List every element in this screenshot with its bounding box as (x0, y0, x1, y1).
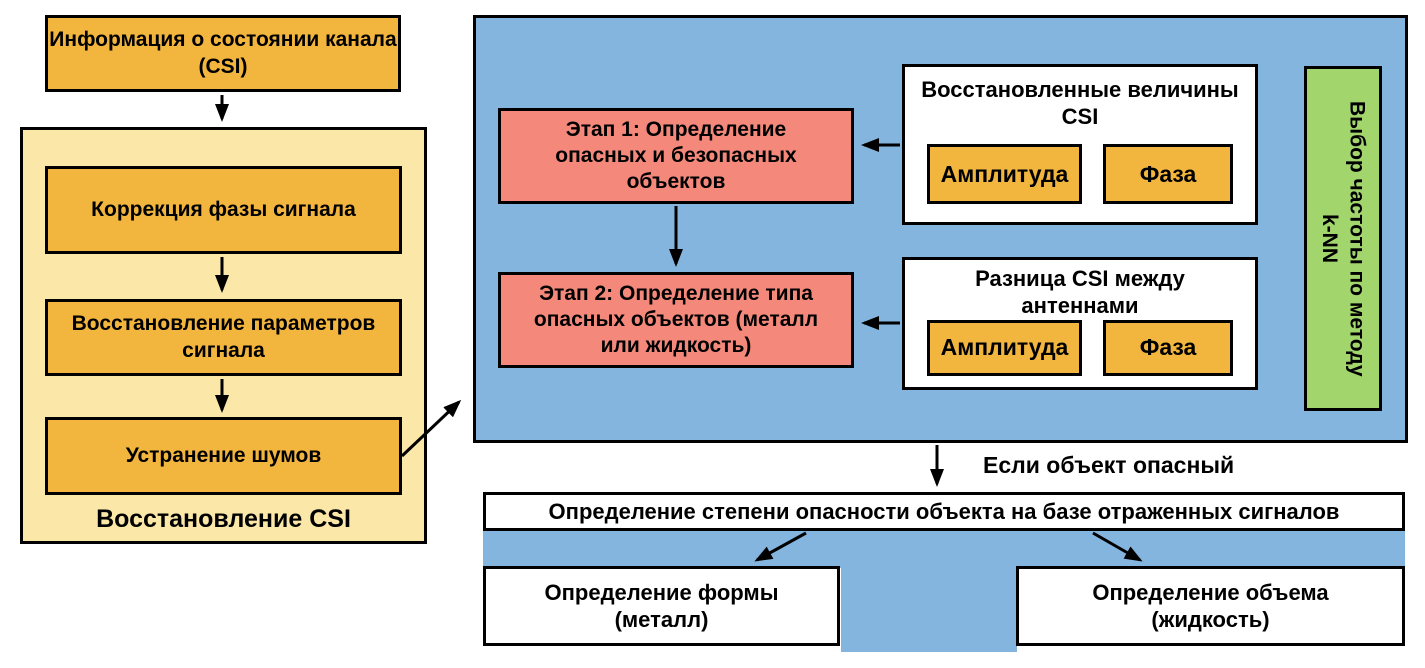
knn-label: Выбор частоты по методу k-NN (1316, 101, 1371, 377)
csi-recovery-label: Восстановление CSI (96, 505, 351, 533)
severity-label: Определение степени опасности объекта на… (548, 498, 1340, 524)
stage1-label: Этап 1: Определение опасных и безопасных… (555, 117, 797, 194)
severity-box: Определение степени опасности объекта на… (483, 492, 1405, 531)
volume-box: Определение объема (жидкость) (1016, 566, 1405, 646)
phase-chip: Фаза (1103, 144, 1233, 204)
phase-chip: Фаза (1103, 319, 1233, 376)
volume-label: Определение объема (жидкость) (1092, 579, 1329, 633)
noise-removal-label: Устранение шумов (125, 443, 322, 467)
recovered-csi-title: Восстановленные величины CSI (921, 77, 1239, 129)
knn-label-line1: Выбор частоты по методу (1345, 100, 1369, 377)
amplitude-chip: Амплитуда (927, 319, 1082, 376)
csi-difference-chips: Амплитуда Фаза (905, 319, 1255, 376)
knn-label-line2: k-NN (1318, 213, 1341, 263)
stage2-label: Этап 2: Определение типа опасных объекто… (533, 281, 819, 358)
knn-box: Выбор частоты по методу k-NN (1304, 66, 1382, 411)
stage2-box: Этап 2: Определение типа опасных объекто… (498, 272, 854, 368)
csi-difference-box: Разница CSI между антеннами Амплитуда Фа… (902, 257, 1258, 390)
recovered-csi-box: Восстановленные величины CSI Амплитуда Ф… (902, 64, 1258, 225)
phase-correction-label: Коррекция фазы сигнала (91, 197, 356, 221)
stage1-box: Этап 1: Определение опасных и безопасных… (498, 108, 854, 204)
shape-box: Определение формы (металл) (483, 566, 840, 646)
phase-correction-box: Коррекция фазы сигнала (45, 166, 402, 254)
signal-params-label: Восстановление параметров сигнала (71, 312, 376, 362)
connector-column (841, 531, 1017, 652)
condition-label: Если объект опасный (983, 452, 1235, 478)
csi-info-label: Информация о состоянии канала (CSI) (49, 28, 397, 78)
recovered-csi-chips: Амплитуда Фаза (905, 144, 1255, 204)
csi-difference-title: Разница CSI между антеннами (975, 266, 1185, 318)
shape-label: Определение формы (металл) (544, 579, 779, 633)
signal-params-box: Восстановление параметров сигнала (45, 299, 402, 376)
csi-info-box: Информация о состоянии канала (CSI) (45, 15, 401, 92)
amplitude-chip: Амплитуда (927, 144, 1082, 204)
noise-removal-box: Устранение шумов (45, 417, 402, 495)
